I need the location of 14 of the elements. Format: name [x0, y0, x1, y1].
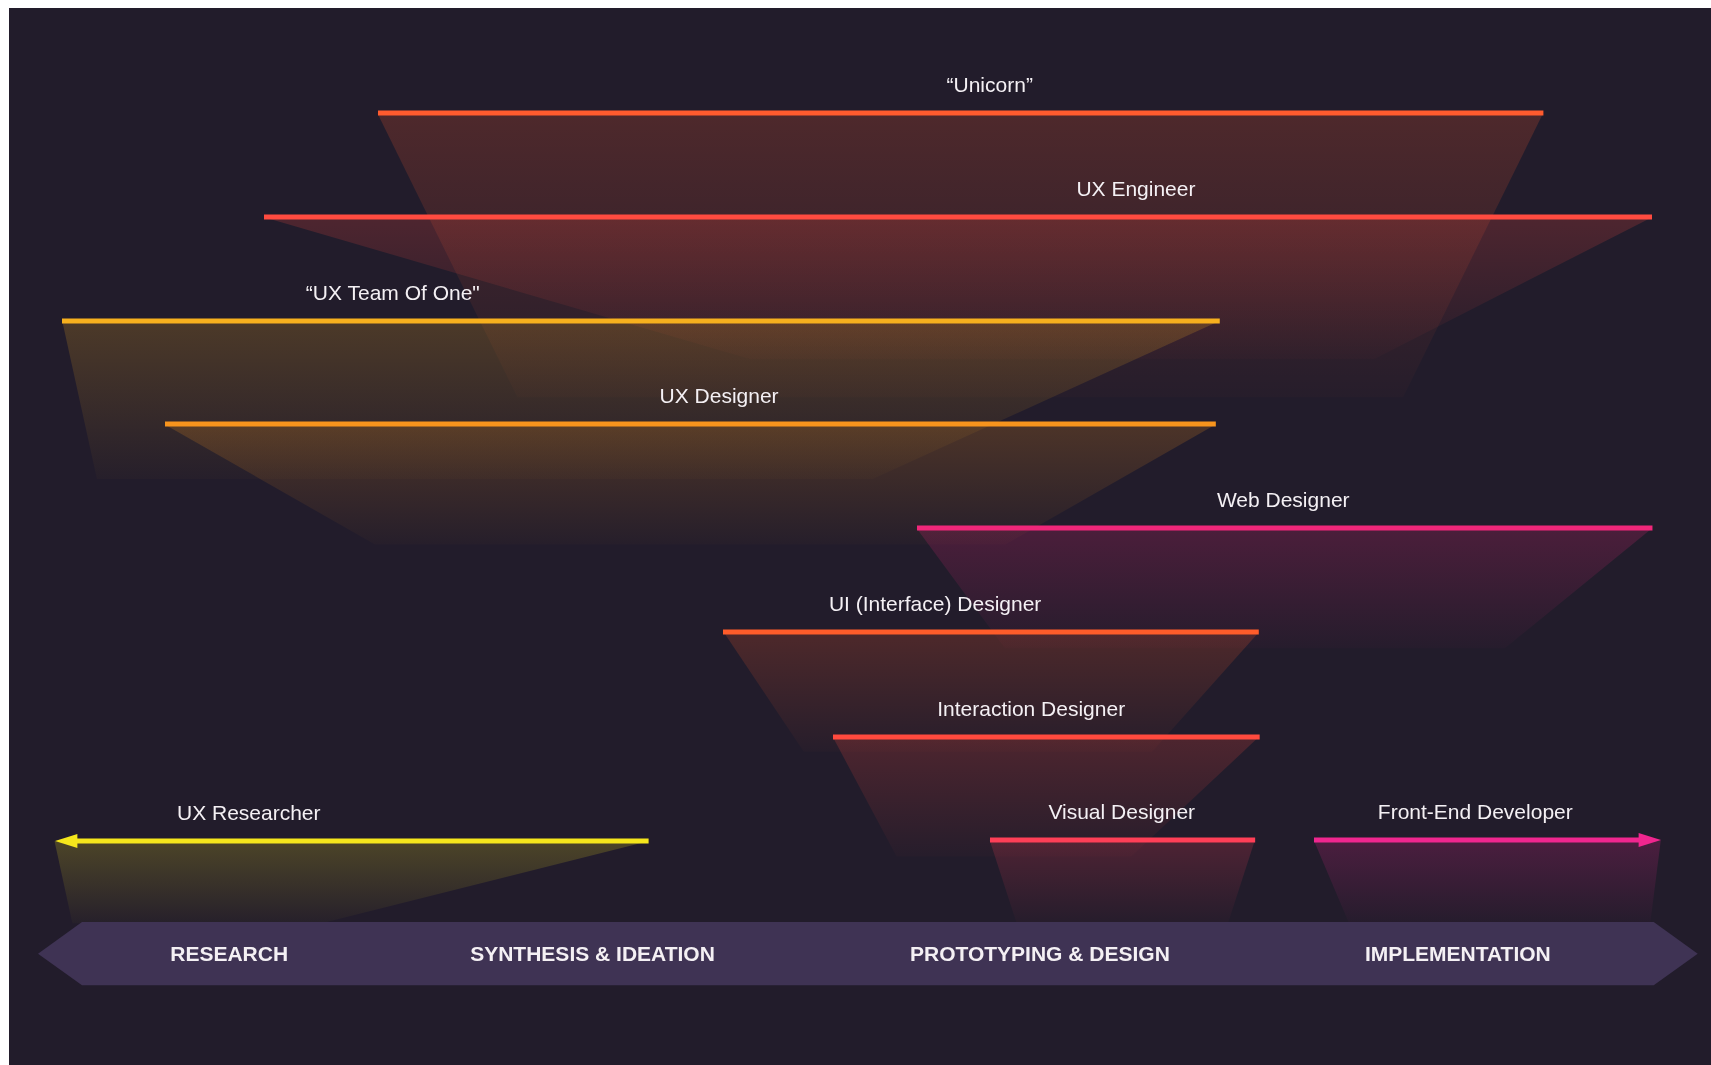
- role-label: “UX Team Of One": [305, 280, 480, 305]
- role-label: UX Researcher: [177, 801, 321, 826]
- role-label: UX Engineer: [1076, 177, 1196, 202]
- role-label: Front-End Developer: [1377, 800, 1573, 825]
- role-label: Visual Designer: [1048, 800, 1196, 825]
- phase-label: PROTOTYPING & DESIGN: [910, 941, 1170, 966]
- role-label: UX Designer: [659, 384, 779, 409]
- phase-label: IMPLEMENTATION: [1364, 941, 1551, 966]
- role-label: Interaction Designer: [937, 696, 1126, 721]
- phase-label: RESEARCH: [170, 941, 289, 966]
- role-label: UI (Interface) Designer: [828, 591, 1042, 616]
- phase-label: SYNTHESIS & IDEATION: [470, 941, 715, 966]
- role-label: Web Designer: [1216, 488, 1350, 513]
- role-label: “Unicorn”: [946, 73, 1033, 98]
